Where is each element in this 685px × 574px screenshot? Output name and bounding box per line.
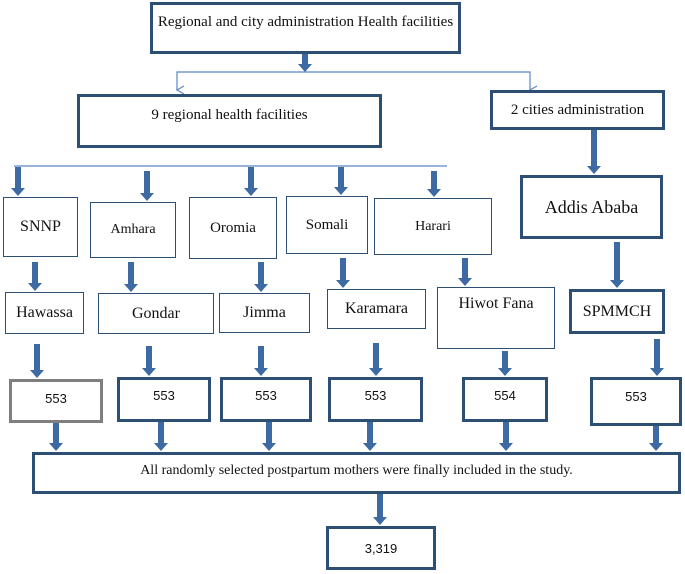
arrow-to-amhara (140, 171, 154, 201)
region-box-snnp: SNNP (3, 197, 78, 257)
arrow-snnp-to-hawassa (28, 262, 42, 291)
region-label-amhara: Amhara (110, 222, 156, 237)
facility-box-hiwot-fana: Hiwot Fana (437, 287, 555, 349)
arrow-root-to-split (298, 54, 312, 72)
region-label-snnp: SNNP (20, 218, 61, 235)
count-box-gondar: 553 (117, 377, 211, 422)
facility-label-hiwot-fana: Hiwot Fana (458, 295, 534, 312)
arrow-count-karamara-to-summary (363, 422, 377, 451)
count-box-spmmch: 553 (590, 377, 682, 426)
arrow-count-gondar-to-summary (154, 422, 168, 451)
facility-label-spmmch: SPMMCH (582, 302, 652, 320)
facility-box-hawassa: Hawassa (5, 292, 84, 334)
arrow-to-harari (427, 171, 441, 197)
region-label-harari: Harari (415, 218, 451, 234)
split-connector-cities (305, 71, 530, 90)
region-box-somali: Somali (286, 196, 368, 254)
arrow-group (11, 54, 664, 525)
region-box-harari: Harari (374, 198, 492, 255)
cities-label: 2 cities administration (510, 102, 645, 118)
count-label-gondar: 553 (153, 388, 175, 403)
arrow-karamara-to-count (369, 343, 383, 376)
region-label-oromia: Oromia (210, 219, 256, 236)
arrow-jimma-to-count (254, 346, 268, 376)
arrow-to-somali (334, 167, 348, 195)
region-label-somali: Somali (305, 216, 349, 233)
root-label: Regional and city administration Health … (157, 14, 454, 30)
total-label: 3,319 (364, 540, 398, 556)
count-label-jimma: 553 (255, 388, 277, 403)
arrow-harari-to-hiwot-fana (458, 258, 472, 286)
count-box-karamara: 553 (328, 377, 423, 422)
total-box: 3,319 (326, 526, 436, 570)
arrow-hiwot-fana-to-count (498, 351, 512, 376)
summary-box: All randomly selected postpartum mothers… (32, 452, 681, 494)
facility-label-jimma: Jimma (243, 304, 286, 321)
city-box-addis-ababa: Addis Ababa (520, 175, 663, 239)
cities-box: 2 cities administration (490, 90, 665, 130)
facility-box-karamara: Karamara (327, 289, 426, 329)
region-box-amhara: Amhara (90, 202, 176, 258)
root-box: Regional and city administration Health … (150, 2, 461, 54)
arrow-to-oromia (244, 167, 258, 196)
count-box-jimma: 553 (220, 377, 312, 422)
count-label-hiwot-fana: 554 (494, 388, 516, 403)
count-box-hiwot-fana: 554 (462, 377, 548, 422)
arrow-addis-to-spmmch (610, 242, 624, 288)
arrow-to-snnp (11, 167, 25, 196)
arrow-count-jimma-to-summary (262, 422, 276, 451)
arrow-oromia-to-jimma (254, 262, 268, 292)
region-box-oromia: Oromia (189, 197, 277, 259)
count-label-karamara: 553 (364, 388, 387, 403)
split-connector-regional (177, 71, 305, 90)
arrow-somali-to-karamara (336, 258, 350, 288)
arrow-count-hawassa-to-summary (49, 423, 63, 451)
arrow-amhara-to-gondar (124, 262, 138, 292)
count-label-spmmch: 553 (625, 389, 647, 404)
facility-label-karamara: Karamara (344, 300, 409, 317)
facility-box-spmmch: SPMMCH (569, 289, 665, 334)
count-label-hawassa: 553 (45, 391, 67, 406)
facility-label-hawassa: Hawassa (16, 304, 73, 321)
summary-label: All randomly selected postpartum mothers… (140, 463, 573, 478)
regional-label: 9 regional health facilities (151, 107, 308, 123)
facility-label-gondar: Gondar (132, 304, 180, 322)
arrow-hawassa-to-count (30, 344, 44, 378)
arrow-cities-to-addis (587, 130, 601, 174)
arrow-spmmch-to-count (650, 339, 664, 376)
arrow-count-spmmch-to-summary (649, 426, 663, 451)
count-box-hawassa: 553 (9, 379, 103, 423)
arrow-count-hiwot-fana-to-summary (499, 422, 513, 451)
regional-box: 9 regional health facilities (77, 94, 382, 148)
city-label: Addis Ababa (544, 196, 639, 217)
arrow-summary-to-total (373, 494, 387, 525)
facility-box-jimma: Jimma (219, 293, 310, 333)
arrow-gondar-to-count (142, 346, 156, 376)
facility-box-gondar: Gondar (98, 293, 214, 334)
